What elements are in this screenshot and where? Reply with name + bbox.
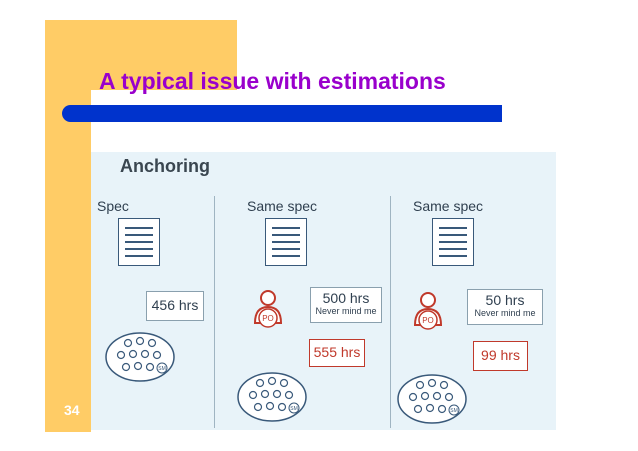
- dev-team-icon: SM: [397, 374, 467, 424]
- spec-document-icon: [432, 218, 474, 266]
- spec-document-icon: [118, 218, 160, 266]
- po-anchor-value: 500 hrs: [322, 290, 370, 306]
- sm-badge-label: SM: [450, 408, 458, 414]
- po-anchor-value: 50 hrs: [485, 292, 525, 308]
- column-divider: [390, 196, 391, 428]
- po-anchor-bubble: 500 hrs Never mind me: [310, 287, 382, 323]
- po-badge-label: PO: [262, 314, 274, 323]
- page-number: 34: [64, 402, 80, 418]
- illustration-subheading: Anchoring: [120, 156, 210, 176]
- product-owner-icon: PO: [253, 290, 283, 328]
- product-owner-icon: PO: [413, 292, 443, 330]
- team-estimate-bubble: 456 hrs: [146, 291, 204, 321]
- dev-team-icon: SM: [105, 332, 175, 382]
- slide-top-accent-block: [91, 20, 237, 90]
- column-label-same-spec: Same spec: [413, 198, 484, 214]
- team-estimate-value: 555 hrs: [313, 344, 361, 360]
- dev-team-icon: SM: [237, 372, 307, 422]
- spec-document-icon: [265, 218, 307, 266]
- sm-badge-label: SM: [158, 366, 166, 372]
- title-underline-bar: [62, 105, 502, 122]
- slide-side-accent-bar: [45, 20, 91, 432]
- team-estimate-bubble: 555 hrs: [309, 339, 365, 367]
- po-anchor-bubble: 50 hrs Never mind me: [467, 289, 543, 325]
- po-anchor-note: Never mind me: [315, 306, 377, 316]
- po-badge-label: PO: [422, 316, 434, 325]
- column-label-same-spec: Same spec: [247, 198, 318, 214]
- column-label-spec: Spec: [97, 198, 129, 214]
- slide-title: A typical issue with estimations: [99, 68, 446, 94]
- sm-badge-label: SM: [290, 406, 298, 412]
- column-divider: [214, 196, 215, 428]
- team-estimate-value: 99 hrs: [481, 347, 520, 363]
- team-estimate-value: 456 hrs: [151, 297, 199, 313]
- po-anchor-note: Never mind me: [474, 308, 536, 318]
- team-estimate-bubble: 99 hrs: [473, 341, 528, 371]
